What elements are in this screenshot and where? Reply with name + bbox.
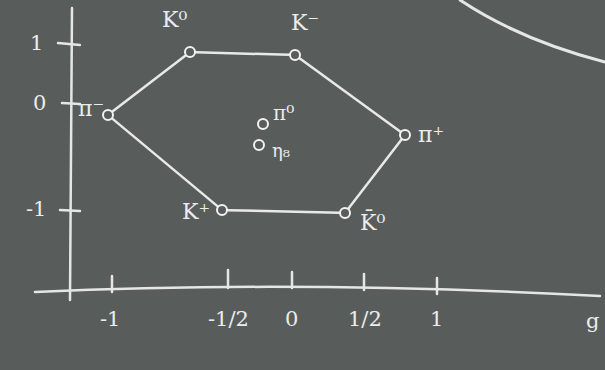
axis-tick-label: -1/2 [208, 308, 249, 331]
particle-label: η₈ [272, 141, 290, 161]
hexagon-edge [228, 210, 339, 213]
axis-ticks [58, 43, 80, 211]
particle-dot: π⁻ [102, 109, 114, 121]
particle-dot: K⁺ [216, 204, 228, 216]
particle-label: K⁻ [291, 11, 319, 35]
axis-tick-label: 1/2 [348, 308, 382, 331]
axis-tick-label: 0 [33, 92, 46, 115]
particle-dot: η₈ [253, 139, 265, 151]
particle-dot: K⁰ [184, 46, 196, 58]
hexagon-edge [113, 56, 185, 112]
particle-label: K⁰ [162, 8, 187, 32]
particle-dot: π⁰ [257, 118, 269, 130]
hexagon-edge [300, 59, 400, 132]
particle-label: π⁰ [273, 102, 294, 124]
axis-tick-label: g [586, 310, 599, 333]
axis-tick-label: 1 [30, 32, 43, 55]
particle-label: K⁺ [182, 200, 210, 224]
axis-tick-label: 1 [430, 308, 443, 331]
particle-dot: π⁺ [399, 129, 411, 141]
axis-tick-label: -1 [100, 308, 120, 331]
vertical-axis [70, 8, 72, 300]
particle-dot: K̄⁰ [339, 207, 351, 219]
axis-tick-label: -1 [26, 198, 46, 221]
hexagon-edge [196, 52, 289, 55]
particle-dot: K⁻ [289, 49, 301, 61]
hexagon-edge [349, 140, 402, 208]
hexagon-edge [113, 119, 218, 206]
particle-label: π⁻ [78, 97, 104, 121]
axis-ticks [112, 270, 437, 294]
axis-tick-label: 0 [285, 308, 298, 331]
particle-label: K̄⁰ [360, 211, 385, 235]
horizontal-axis [35, 287, 600, 296]
particle-label: π⁺ [418, 123, 444, 147]
chalk-stroke [460, 0, 605, 62]
